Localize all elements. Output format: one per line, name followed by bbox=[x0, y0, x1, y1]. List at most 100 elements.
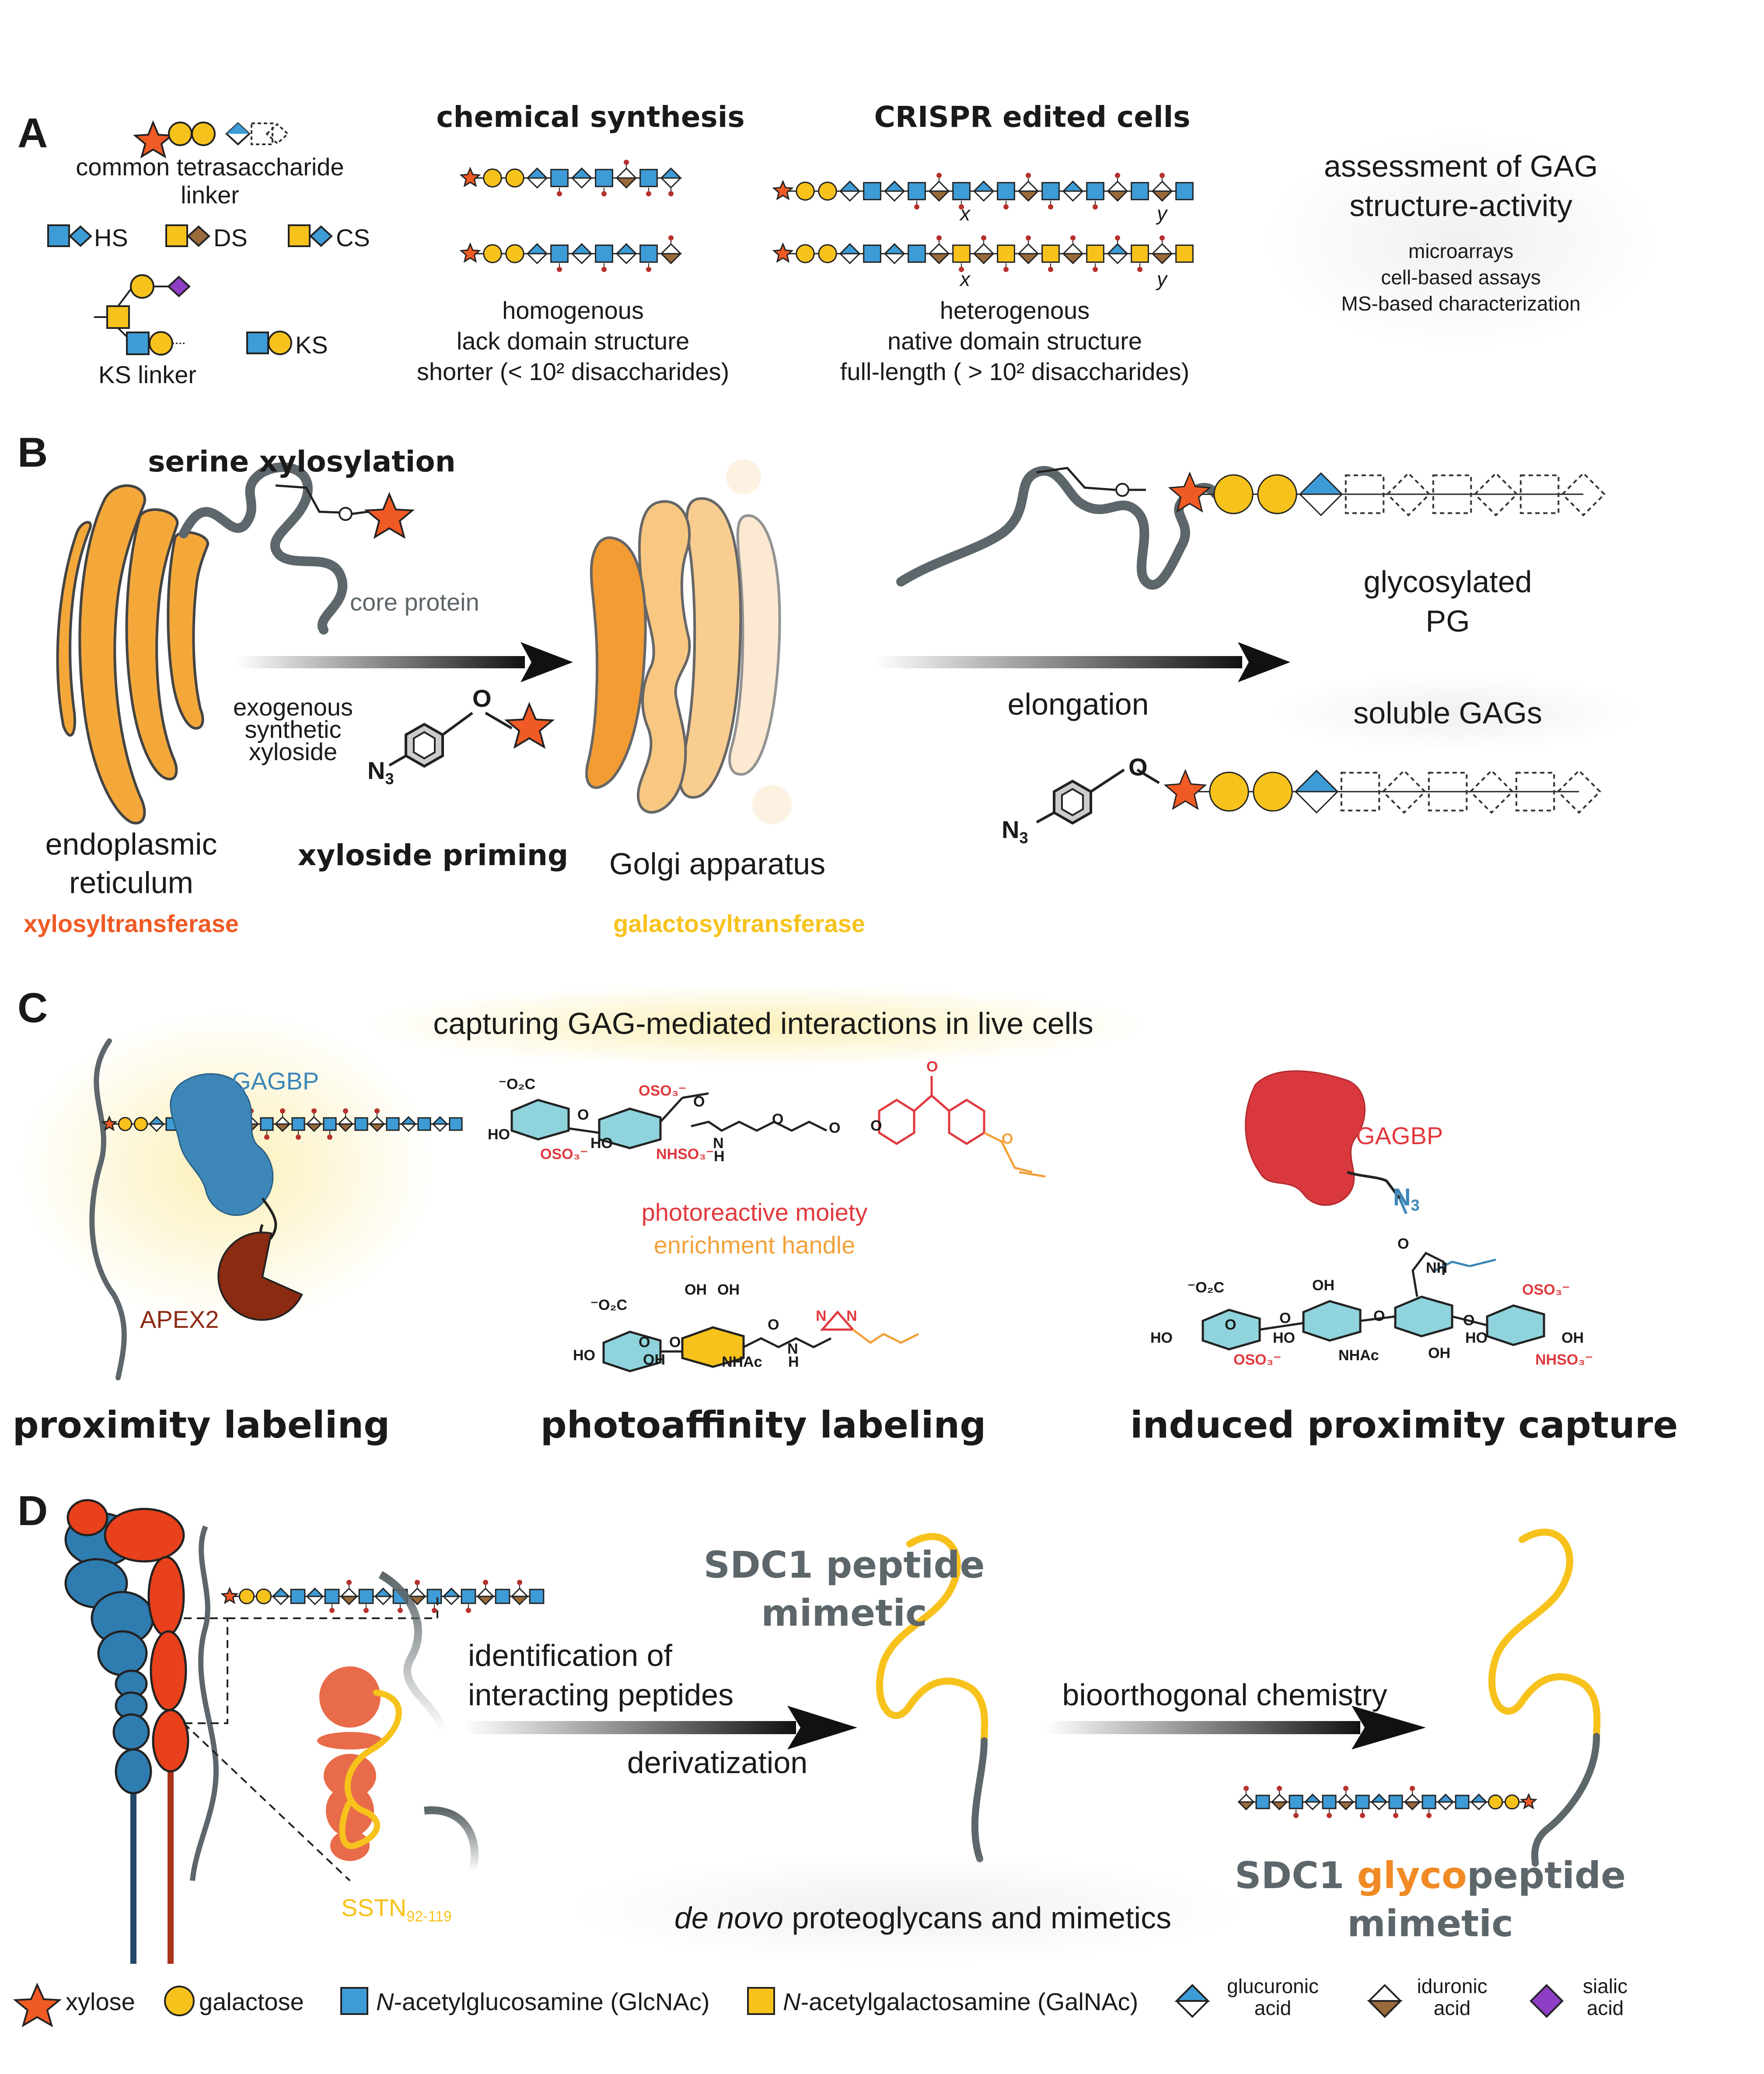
dashed-square bbox=[1345, 474, 1385, 514]
crispr-chain-2 bbox=[772, 235, 1194, 272]
sulfate-dot bbox=[1115, 173, 1120, 178]
membrane-protein bbox=[89, 1038, 127, 1380]
assessment-box bbox=[1264, 131, 1658, 350]
galactose-circle bbox=[255, 1588, 272, 1605]
sulfate-dot bbox=[981, 235, 986, 241]
soluble-o-atom: O bbox=[1128, 753, 1148, 781]
repeat-y-1: y bbox=[1157, 202, 1167, 225]
glcnac-square bbox=[1388, 1795, 1403, 1809]
xylose-star bbox=[504, 702, 555, 749]
sulfate-dot bbox=[1426, 1813, 1432, 1818]
galactose-circle bbox=[133, 1117, 148, 1131]
sulfate-dot bbox=[1343, 1786, 1348, 1791]
sulfate-dot bbox=[624, 160, 629, 165]
glcnac-square bbox=[260, 1117, 274, 1131]
dashed-diamond bbox=[265, 123, 289, 145]
glcnac-square bbox=[1422, 1795, 1436, 1809]
galactose-circle bbox=[1257, 474, 1297, 514]
golgi-label: Golgi apparatus bbox=[609, 847, 826, 881]
sulfate-dot bbox=[1026, 173, 1031, 178]
gagbp-blue-label: GAGBP bbox=[232, 1067, 319, 1095]
glcnac-square bbox=[1455, 1795, 1470, 1809]
sulfate-dot bbox=[432, 1608, 437, 1613]
galnac-square bbox=[106, 305, 130, 329]
legend-iduronic-icon bbox=[1367, 1984, 1403, 2018]
assessment-title-2: structure-activity bbox=[1349, 189, 1572, 223]
photoaffinity-labeling-label: photoaffinity labeling bbox=[540, 1404, 986, 1446]
sulfate-dot bbox=[1293, 1813, 1299, 1818]
sulfate-dot bbox=[1244, 1786, 1249, 1791]
sdc-gag-chain bbox=[220, 1580, 545, 1613]
dashed-diamond bbox=[1474, 472, 1518, 517]
legend-galactose-icon bbox=[164, 1986, 195, 2016]
sulfate-dot bbox=[343, 1108, 348, 1114]
soluble-xyloside bbox=[1036, 768, 1160, 825]
glcnac-square bbox=[595, 244, 613, 263]
crispr-desc-2: native domain structure bbox=[887, 327, 1142, 355]
synthetic-chain-1 bbox=[459, 160, 682, 196]
glcnac-square bbox=[550, 169, 569, 187]
glcnac-square bbox=[863, 244, 881, 263]
sulfate-dot bbox=[668, 235, 674, 241]
galactose-circle bbox=[818, 182, 837, 201]
galactose-circle bbox=[238, 1588, 255, 1605]
crispr-chain-1 bbox=[772, 173, 1194, 209]
sulfate-dot bbox=[1277, 1786, 1282, 1791]
sulfate-dot bbox=[557, 267, 562, 272]
glcnac-square bbox=[1322, 1795, 1337, 1809]
glcnac-square bbox=[863, 182, 881, 200]
legend-sialic-label-2: acid bbox=[1586, 1997, 1624, 2019]
de-novo-glow bbox=[569, 1854, 1247, 1964]
glcnac-square bbox=[354, 1117, 368, 1131]
glcnac-square bbox=[1289, 1795, 1303, 1809]
cs-label: CS bbox=[336, 224, 370, 251]
sdc1-glyco-2: mimetic bbox=[1347, 1902, 1513, 1945]
galactose-circle bbox=[1209, 772, 1249, 812]
sulfate-dot bbox=[1048, 267, 1053, 272]
glcnac-square bbox=[324, 1589, 340, 1604]
dashed-square bbox=[1515, 772, 1555, 812]
galactose-circle bbox=[483, 168, 502, 188]
glcnac-square bbox=[908, 244, 926, 263]
sulfate-dot bbox=[1327, 1813, 1332, 1818]
sulfate-dot bbox=[959, 204, 964, 209]
sulfate-dot bbox=[363, 1608, 369, 1613]
elongated-chain-soluble bbox=[1163, 769, 1601, 814]
glcnac-square bbox=[595, 169, 613, 187]
sulfate-dot bbox=[1093, 204, 1098, 209]
legend-iduronic-label-1: iduronic bbox=[1417, 1975, 1488, 1997]
core-protein-label: core protein bbox=[350, 588, 479, 616]
galactosyltransferase-label: galactosyltransferase bbox=[613, 910, 865, 937]
sialic-diamond bbox=[167, 276, 191, 297]
xylose-star bbox=[133, 120, 174, 159]
xylose-star bbox=[1520, 1793, 1537, 1809]
elongated-chain-pg bbox=[1168, 471, 1606, 517]
exogenous-3: xyloside bbox=[248, 738, 338, 765]
glcnac-square bbox=[461, 1589, 476, 1604]
core-protein bbox=[896, 466, 1221, 590]
glycosylated-pg-2: PG bbox=[1425, 604, 1470, 638]
sdc1-peptide-1: SDC1 peptide bbox=[703, 1543, 985, 1586]
chemical-desc-3: shorter (< 10² disaccharides) bbox=[416, 358, 730, 385]
glcnac-square bbox=[1255, 1795, 1270, 1809]
ds-label: DS bbox=[213, 224, 248, 251]
glcnac-square bbox=[449, 1117, 463, 1131]
glcnac-square bbox=[246, 332, 269, 354]
panel-c bbox=[17, 984, 1545, 1380]
galactose-circle bbox=[1504, 1794, 1520, 1810]
repeat-y-2: y bbox=[1157, 268, 1167, 290]
sulfate-dot bbox=[374, 1108, 380, 1114]
xylose-star bbox=[459, 242, 481, 263]
glcnac-square bbox=[550, 244, 569, 263]
sulfate-dot bbox=[329, 1608, 335, 1613]
arrow-body bbox=[1045, 1721, 1360, 1734]
glcnac-square bbox=[126, 332, 150, 355]
gagbp-blue-blob bbox=[170, 1073, 274, 1216]
arrow-body bbox=[464, 1721, 796, 1734]
sulfate-dot bbox=[415, 1580, 420, 1585]
galactose-circle bbox=[483, 244, 502, 263]
glcnac-square bbox=[358, 1589, 374, 1604]
chem-structure-top bbox=[510, 1076, 1046, 1178]
sulfate-dot bbox=[1137, 267, 1142, 272]
xylose-star bbox=[1168, 471, 1212, 513]
